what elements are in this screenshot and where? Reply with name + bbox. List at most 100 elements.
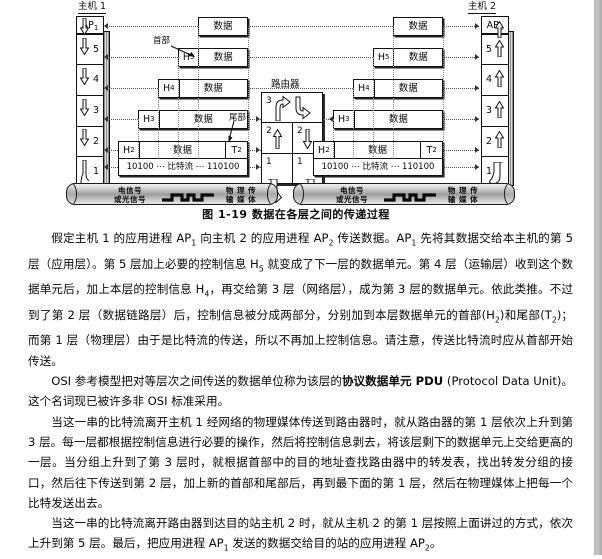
host1-arrow-down-1 — [80, 160, 89, 184]
router-arrow-curve-down — [295, 95, 313, 125]
pdu-right-h2-data: 数据 — [335, 142, 422, 159]
host2-arrow-up-4 — [495, 70, 504, 87]
host2-arrow-up-1 — [489, 162, 503, 186]
router-title: 路由器 — [271, 79, 300, 90]
leader-h1-1 — [106, 167, 118, 168]
paragraph-1: 假定主机 1 的应用进程 AP1 向主机 2 的应用进程 AP2 传送数据。AP… — [28, 231, 574, 368]
guide-left-v5 — [138, 119, 139, 161]
host1-layer-1: 1 — [92, 166, 99, 178]
signal-waveform-left — [162, 193, 214, 202]
pdu-left-app-data-label: 数据 — [213, 20, 233, 32]
host2-layer-4: 4 — [482, 65, 508, 96]
router-cell-out-layer2: 2 — [293, 123, 324, 154]
host1-layer-2: 2 — [77, 127, 103, 157]
pdu-right-h3-data: 数据 — [388, 113, 408, 125]
pdu-left-bitstream-label: 10100 ⋯ 比特流 ⋯ 110100 — [126, 161, 240, 172]
physical-medium-right: 电信号或光信号 物 理 传输 媒 体 — [293, 183, 515, 205]
callout-header-arrow — [170, 44, 199, 63]
medium-left-cap-right — [267, 184, 277, 204]
page-scroll-edge[interactable] — [592, 0, 602, 555]
pdu-right-bitstream-label: 10100 ⋯ 比特流 ⋯ 110100 — [321, 161, 435, 172]
leader-5-left-to-right — [248, 57, 373, 58]
callout-header-label: 首部 — [153, 36, 171, 46]
host1-arrow-down-ap — [80, 18, 89, 35]
host2-layer-2: 2 — [482, 127, 508, 157]
router-cell-layer3: 3 — [262, 93, 324, 123]
host1-layer-5: 5 — [77, 35, 103, 65]
host2-arrow-up-ap — [495, 21, 504, 38]
host1-arrow-down-4 — [80, 68, 89, 85]
host2-layer-5: 5 — [482, 35, 508, 65]
pdu-right-app-data: 数据 — [393, 17, 443, 36]
guide-left-v4 — [158, 88, 159, 161]
figure-caption: 图 1-19 数据在各层之间的传递过程 — [202, 208, 390, 221]
guide-left-v2 — [248, 26, 249, 161]
pdu-right-h4-data: 数据 — [398, 82, 418, 94]
pdu-left-h2-data: 数据 — [140, 142, 227, 159]
leader-tick-h1-ap — [104, 23, 108, 29]
guide-left-v3 — [178, 57, 179, 161]
host2-arrow-up-3 — [495, 101, 504, 118]
host1-ap-label: AP1 — [81, 19, 99, 32]
medium-left-medium-label: 物 理 传输 媒 体 — [225, 186, 257, 204]
leader-4-left-to-right — [248, 88, 353, 89]
router-arrow-down-l2-l1 — [303, 129, 312, 149]
guide-right-v4 — [353, 88, 354, 161]
host2-layer-1: 1 — [486, 166, 493, 178]
leader-right-ap — [443, 26, 479, 27]
figure-data-transfer-between-layers: 主机 1 主机 2 路由器 AP1 5 4 3 2 1 — [0, 0, 592, 205]
callout-trailer-arrow — [228, 120, 244, 149]
leader-h1-ap — [106, 26, 198, 27]
leader-right-4 — [443, 88, 479, 89]
guide-right-v2 — [443, 26, 444, 161]
leader-tick-router-right3 — [329, 116, 333, 122]
leader-tick-h1-1 — [104, 164, 108, 170]
leader-tick-right-ap — [475, 23, 479, 29]
medium-right-cap-right — [504, 184, 514, 204]
host1-title: 主机 1 — [78, 1, 107, 14]
leader-h1-5 — [106, 57, 178, 58]
leader-left1-router — [248, 167, 261, 168]
medium-right-cap-left — [294, 184, 304, 204]
guide-right-v1 — [393, 26, 394, 161]
router-body: 3 2 2 1 1 — [261, 92, 324, 185]
guide-left-v1 — [198, 26, 199, 161]
guide-right-v5 — [333, 119, 334, 161]
medium-right-signal-label: 电信号或光信号 — [336, 186, 368, 204]
pdu-right-bitstream: 10100 ⋯ 比特流 ⋯ 110100 — [313, 158, 443, 176]
host2-arrow-up-2 — [495, 131, 504, 148]
router-cell-in-layer2: 2 — [262, 123, 293, 154]
guide-right-v3 — [373, 57, 374, 161]
physical-medium-left: 电信号或光信号 物 理 传输 媒 体 — [66, 183, 278, 205]
pdu-left-app-data: 数据 — [198, 17, 248, 36]
leader-tick-left3-router — [256, 116, 260, 122]
router-cell-in-layer1: 1 — [262, 154, 293, 185]
host2-title: 主机 2 — [468, 1, 497, 14]
router-arrow-curve-up — [274, 95, 292, 125]
leader-h1-2 — [106, 150, 118, 151]
host2-layer-stack: 5 4 3 2 1 — [481, 34, 509, 186]
leader-tick-right-5 — [475, 54, 479, 60]
host2-layer-3: 3 — [482, 96, 508, 127]
pdu-right-app-data-label: 数据 — [408, 20, 428, 32]
host1-arrow-down-2 — [80, 129, 89, 146]
host1-layer-4: 4 — [77, 65, 103, 96]
pdu-left-bitstream: 10100 ⋯ 比特流 ⋯ 110100 — [118, 158, 248, 176]
leader-tick-right-1 — [475, 164, 479, 170]
router-cell-out-layer1: 1 — [297, 157, 303, 167]
leader-tick-h1-4 — [104, 85, 108, 91]
leader-tick-h1-5 — [104, 54, 108, 60]
paragraph-3: 当这一串的比特流离开主机 1 经网络的物理媒体传送到路由器时，就从路由器的第 1… — [28, 414, 573, 510]
leader-tick-h1-3 — [104, 116, 108, 122]
leader-tick-right-2 — [475, 147, 479, 153]
leader-right-1 — [443, 167, 479, 168]
